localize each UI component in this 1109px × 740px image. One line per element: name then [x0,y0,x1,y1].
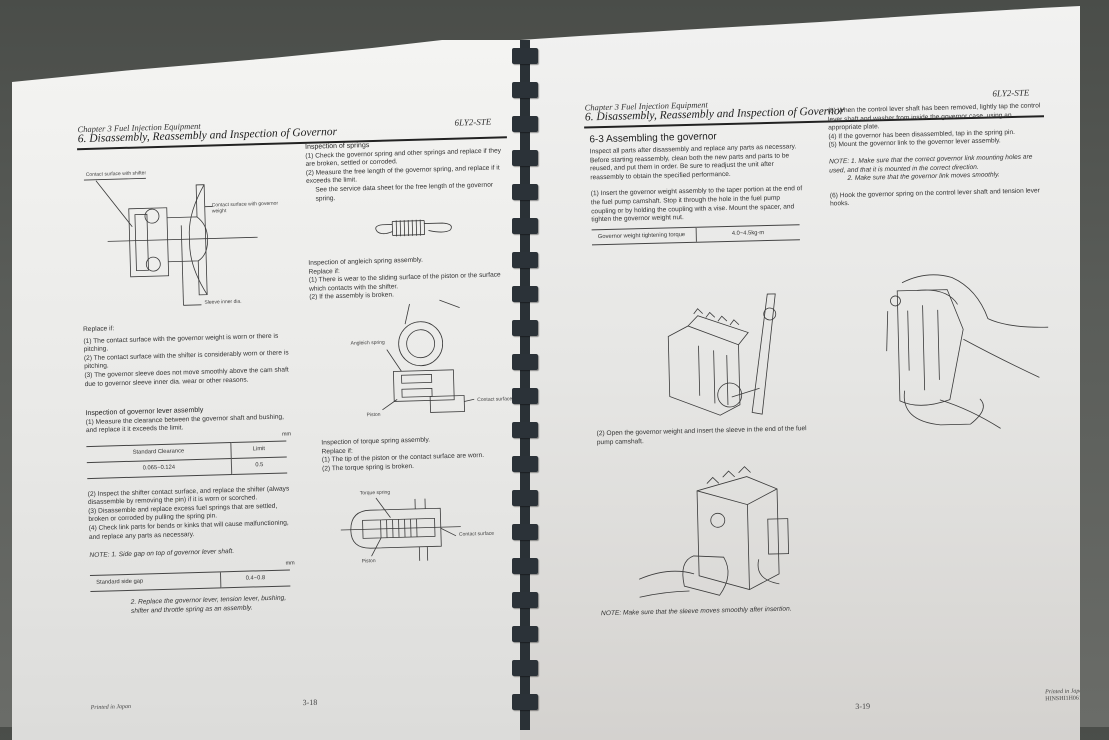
angleich-block: Inspection of angleich spring assembly. … [308,254,509,303]
step2-block: (2) Open the governor weight and insert … [597,425,812,447]
table-cell: Standard side gap [90,572,220,591]
binding-ring [512,660,538,676]
model-code: 6LY2-STE [454,117,491,128]
coil-spring-icon [372,216,463,241]
side-gap-table: Standard side gap 0.4~0.8 [90,570,290,592]
left-page: Chapter 3 Fuel Injection Equipment 6. Di… [12,40,527,740]
sleeve-note-text: NOTE: Make sure that the sleeve moves sm… [601,605,816,619]
replace-if-block: Replace if: (1) The contact surface with… [83,320,290,389]
assembling-step: (2) Open the governor weight and insert … [597,425,812,447]
binding-ring [512,252,538,268]
sleeve-drawing-icon [76,162,300,318]
table-cell: Governor weight tightening torque [592,227,696,245]
clearance-table: Standard Clearance Limit 0.065~0.124 0.5 [86,441,287,479]
torque-block: Inspection of torque spring assembly. Re… [321,434,522,474]
binding-ring [512,116,538,132]
angleich-diagram: Angleich spring Piston Contact surface [349,296,523,431]
binding-ring [512,150,538,166]
binding-ring [512,388,538,404]
binding-ring [512,490,538,506]
pump-wrench-illustration [657,283,800,426]
spiral-binding [508,40,542,730]
footer-printed: Printed in Japan [1045,688,1080,695]
binding-ring [512,422,538,438]
binding-ring [512,354,538,370]
sleeve-note: NOTE: Make sure that the sleeve moves sm… [601,605,816,619]
sleeve-diagram: Contact surface with shifter Contact sur… [76,162,300,318]
torque-drawing-icon [340,486,522,571]
binding-ring [512,626,538,642]
page-number: 3-19 [855,702,870,711]
assembling-block: 6-3 Assembling the governor Inspect all … [589,128,807,246]
right-page: Chapter 3 Fuel Injection Equipment 6. Di… [520,0,1080,740]
binding-ring [512,558,538,574]
assembling-step: (1) Insert the governor weight assembly … [591,185,807,225]
binding-ring [512,82,538,98]
footer-code: HINSHI1H061A [1045,695,1080,702]
assembling-intro: Inspect all parts after disassembly and … [590,143,806,183]
torque-spec-table: Governor weight tightening torque 4.0~4.… [592,224,800,246]
footer-printed: Printed in Japan [91,704,131,711]
reassembly-step: (6) Hook the governor spring on the cont… [830,187,1045,209]
table-cell: 0.4~0.8 [220,570,290,588]
binding-ring [512,592,538,608]
lever-inspection-block: Inspection of governor lever assembly (1… [85,404,296,617]
page-number: 3-18 [302,698,317,707]
table-cell: 0.5 [231,457,287,474]
note-side-gap: NOTE: 1. Side gap on top of governor lev… [89,546,294,560]
hands-governor-illustration [876,257,1060,431]
binding-ring [512,524,538,540]
binding-ring [512,184,538,200]
model-code: 6LY2-STE [992,88,1029,99]
springs-block: Inspection of springs (1) Check the gove… [305,138,507,204]
table-cell: 4.0~4.5kg-m [696,224,800,242]
binding-ring [512,694,538,710]
torque-diagram: Torque spring Piston Contact surface [340,486,522,571]
angleich-drawing-icon [349,296,523,431]
binding-ring [512,48,538,64]
table-header: Limit [231,441,287,458]
binding-ring [512,320,538,336]
binding-ring [512,286,538,302]
table-cell: 0.065~0.124 [87,459,232,479]
right-column-block: (3) When the control lever shaft has bee… [828,102,1045,209]
binding-ring [512,218,538,234]
binding-ring [512,456,538,472]
note-replace-assembly: 2. Replace the governor lever, tension l… [91,594,296,617]
pump-sleeve-illustration [636,463,799,607]
